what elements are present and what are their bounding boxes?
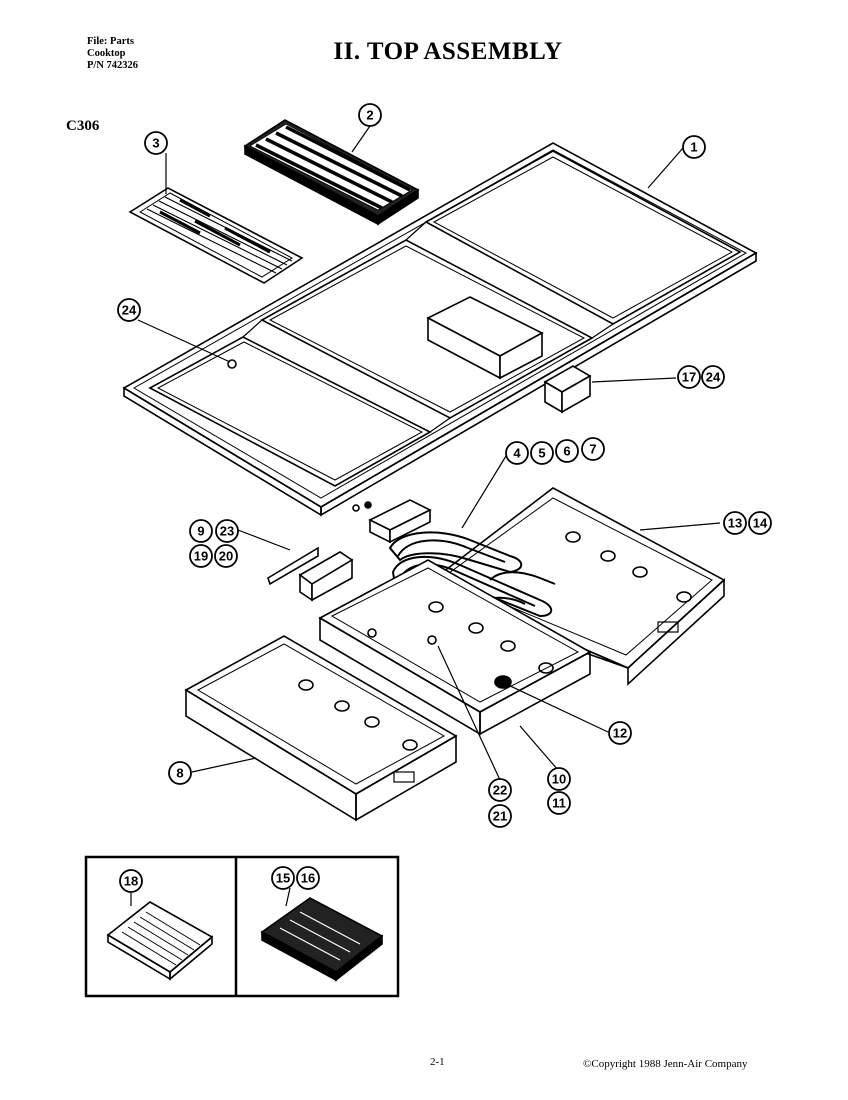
model-label: C306 — [66, 118, 100, 134]
callout-3: 3 — [144, 131, 168, 155]
svg-text:13: 13 — [728, 516, 742, 531]
callout-24b: 24 — [701, 365, 725, 389]
callout-18: 18 — [119, 869, 143, 893]
svg-text:15: 15 — [276, 871, 290, 886]
grate-grill — [243, 119, 420, 226]
page-number: 2-1 — [430, 1056, 445, 1068]
callout-2: 2 — [358, 103, 382, 127]
file-line: File: Parts — [87, 36, 134, 47]
svg-text:21: 21 — [493, 809, 507, 824]
page-title: II. TOP ASSEMBLY — [0, 38, 848, 66]
copyright: ©Copyright 1988 Jenn-Air Company — [583, 1058, 748, 1070]
svg-text:20: 20 — [219, 549, 233, 564]
pan-left — [184, 635, 458, 822]
callout-9: 9 — [189, 519, 213, 543]
svg-text:23: 23 — [220, 524, 234, 539]
svg-text:16: 16 — [301, 871, 315, 886]
callout-6: 6 — [555, 439, 579, 463]
svg-text:24: 24 — [122, 303, 137, 318]
callout-5: 5 — [530, 441, 554, 465]
callout-13: 13 — [723, 511, 747, 535]
callout-23: 23 — [215, 519, 239, 543]
callout-22: 22 — [488, 778, 512, 802]
bracket — [267, 546, 354, 602]
svg-text:12: 12 — [613, 726, 627, 741]
leader-lines — [137, 125, 721, 781]
svg-text:18: 18 — [124, 874, 138, 889]
callout-17: 17 — [677, 365, 701, 389]
svg-text:19: 19 — [194, 549, 208, 564]
file-header: File: Parts Cooktop P/N 742326 — [87, 36, 138, 72]
callout-10: 10 — [547, 767, 571, 791]
svg-text:6: 6 — [563, 444, 570, 459]
svg-text:4: 4 — [513, 446, 521, 461]
callout-11: 11 — [547, 791, 571, 815]
callout-8: 8 — [168, 761, 192, 785]
svg-text:9: 9 — [197, 524, 204, 539]
svg-text:17: 17 — [682, 370, 696, 385]
product-line: Cooktop — [87, 48, 126, 59]
svg-text:5: 5 — [538, 446, 545, 461]
callout-24: 24 — [117, 298, 141, 322]
callout-16: 16 — [296, 866, 320, 890]
svg-text:8: 8 — [176, 766, 183, 781]
terminal-block — [352, 499, 432, 544]
svg-text:22: 22 — [493, 783, 507, 798]
page-title-text: II. TOP ASSEMBLY — [333, 38, 563, 65]
callout-15: 15 — [271, 866, 295, 890]
callout-4: 4 — [505, 441, 529, 465]
callout-21: 21 — [488, 804, 512, 828]
svg-text:10: 10 — [552, 772, 566, 787]
callout-20: 20 — [214, 544, 238, 568]
junction-box — [426, 296, 592, 414]
callout-7: 7 — [581, 437, 605, 461]
callout-19: 19 — [189, 544, 213, 568]
svg-text:24: 24 — [706, 370, 721, 385]
part-number-line: P/N 742326 — [87, 60, 139, 71]
svg-text:7: 7 — [589, 442, 596, 457]
svg-text:1: 1 — [690, 140, 697, 155]
accessory-inset — [84, 855, 400, 998]
pan-middle — [318, 559, 592, 736]
screw — [227, 359, 237, 369]
callout-14: 14 — [748, 511, 772, 535]
callout-12: 12 — [608, 721, 632, 745]
svg-text:3: 3 — [152, 136, 159, 151]
svg-text:11: 11 — [552, 796, 566, 811]
callout-1: 1 — [682, 135, 706, 159]
grate-small — [128, 187, 304, 284]
svg-text:14: 14 — [753, 516, 768, 531]
callouts: 1 2 3 24 17 24 4 5 6 7 13 14 9 23 19 20 … — [117, 103, 772, 893]
svg-text:2: 2 — [366, 108, 373, 123]
